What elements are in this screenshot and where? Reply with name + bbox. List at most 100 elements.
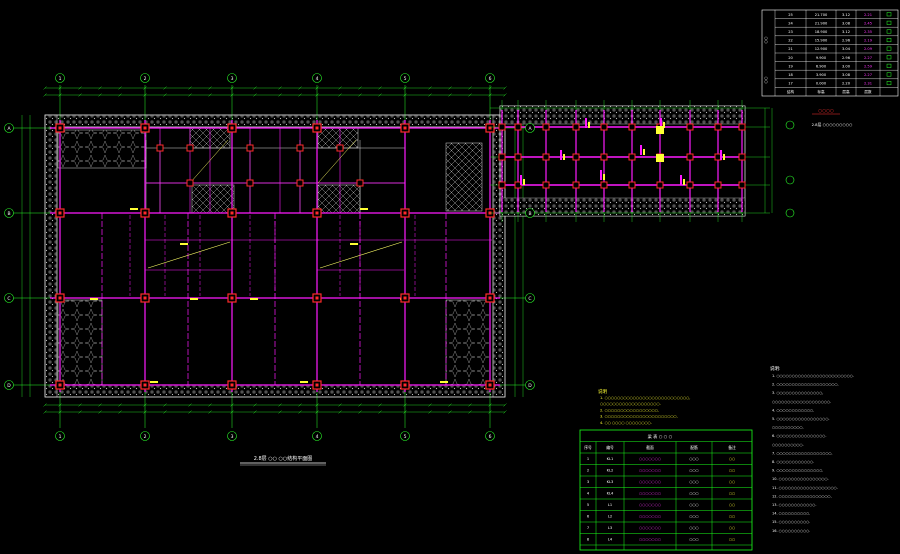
legend-table-header: 截面 [646,445,654,450]
beam-label-mark [90,298,98,300]
top-right-table-marker [886,55,892,60]
top-right-table-cell: 3.12 [842,30,850,34]
dimension-tick [253,86,257,90]
core-column [356,179,364,187]
hatch-area-ne [445,142,483,212]
notes-right-line: 7. ○○○○○○○○○○○○○○○○○○. [772,451,833,455]
columns [55,123,495,390]
notes-right-line: 15. ○○○○○○○○○○. [772,520,810,524]
beam-label-mark [180,243,188,245]
dimension-tick [188,410,192,414]
annex-column [628,181,636,189]
axis-bubble-bottom [140,431,150,441]
beam-label-mark [300,381,308,383]
hatch-area-sw [57,299,103,386]
dimension-tick [428,86,432,90]
column-core [58,211,62,215]
annex-rebar-mark [680,175,682,185]
legend-table-cell: L2 [608,515,612,519]
dimension-tick [163,403,167,407]
dimension-tick [58,86,62,90]
drawing-title-text: 2.8层 ○○ ○○结构平面图 [254,455,313,462]
dimension-tick [488,86,492,90]
annex-column [686,153,694,161]
axis-label-bottom: 1 [59,434,62,440]
dimension-tick [230,86,234,90]
axis-bubble-top [227,73,237,83]
dimension-tick [488,410,492,414]
axis-bubble-bottom [400,431,410,441]
annex-rebar-mark [683,179,685,185]
notes-right-line: ○○○○○○○○○○○○○○○○○○○. [772,400,831,404]
legend-table-cell: KL2 [607,469,614,473]
notes-right-line: 8. ○○○○○○○○○○○○. [772,460,814,464]
annex-column [514,153,522,161]
dimension-tick [403,403,407,407]
axis-label-right: B [528,211,531,217]
axis-bubble-bottom [485,431,495,441]
top-right-table-cell: 2.20 [842,82,851,86]
annex-column [498,181,506,189]
dimension-tick [338,86,342,90]
axis-label-bottom: 4 [316,434,319,440]
notes-right-line: ○○○○○○○○○○. [772,426,804,430]
annex-hatch-bottom [499,197,746,217]
axis-label-top: 6 [489,76,492,82]
annex-rebar-mark [523,179,525,185]
top-right-table-cell: 2.35 [864,30,872,34]
annex-hatch-top [499,105,746,125]
annex-column [600,181,608,189]
notes-right-line: 6. ○○○○○○○○○○○○○○○○. [772,434,826,438]
beams [50,120,500,392]
column-core [143,126,147,130]
dimension-tick [358,93,362,97]
dimension-tick [298,410,302,414]
annex-rebar-mark [720,150,722,160]
top-right-table-note: 2.8层 ○○○○○○○○○ [812,122,854,127]
annex-column [738,181,746,189]
dimension-tick [503,93,507,97]
dimension-tick [488,403,492,407]
dimension-tick [338,93,342,97]
top-right-table-footer: 标高 [817,89,825,94]
column-core [315,211,319,215]
annex-column [738,123,746,131]
legend-table-caption: 梁 表 ○ ○ ○ [648,433,673,440]
column-core [315,383,319,387]
column-core [488,383,492,387]
top-right-table-cell: 2.45 [864,21,872,25]
annex-column [686,123,694,131]
column-core [403,296,407,300]
dimension-tick [208,93,212,97]
legend-table-cell: ○○○ [689,503,698,507]
annex-column [498,123,506,131]
legend-table-cell: L3 [608,526,612,530]
legend-table-cell: ○○ [729,480,735,484]
dimension-tick [78,410,82,414]
dimension-tick [428,403,432,407]
axis-bubble-top [312,73,322,83]
top-right-table-cell: 2.27 [864,56,872,60]
top-right-table-cell: 6.900 [816,64,827,68]
legend-table-header: 备注 [728,445,736,450]
annex-rebar-mark [723,154,725,160]
beam-label-mark [190,298,198,300]
dimension-tick [298,86,302,90]
legend-table-cell: ○○ [729,492,735,496]
axis-label-left: D [7,383,11,389]
column-core [488,126,492,130]
notes-left-line: ○○○○○○○○○○○○○○○○○○○. [600,402,661,406]
notes-right-line: 3. ○○○○○○○○○○○○○○○, [772,391,823,395]
annex-rebar-mark [640,145,642,155]
axis-label-right: C [528,296,531,302]
column-core [143,211,147,215]
stair-diagonal [317,139,357,184]
core-column [186,144,194,152]
legend-table-cell: ○○○ [689,538,698,542]
dimension-tick [163,410,167,414]
notes-right-line: 12. ○○○○○○○○○○○○○○○○○. [772,494,832,498]
dimension-tick [403,93,407,97]
dimension-tick [143,403,147,407]
legend-table-cell: ○○ [729,515,735,519]
dimension-tick [230,93,234,97]
